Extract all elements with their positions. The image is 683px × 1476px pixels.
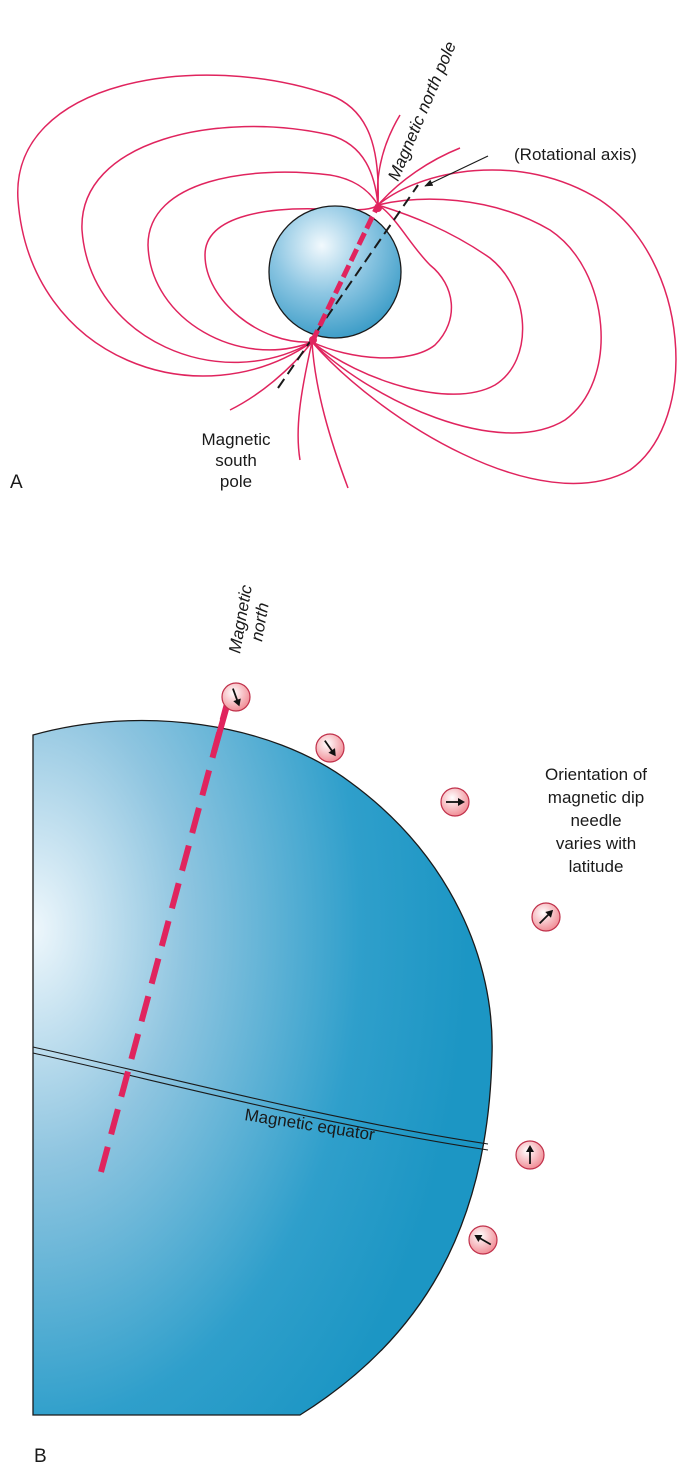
panel-a-letter: A xyxy=(10,472,23,493)
north-pole-label: Magnetic north pole xyxy=(384,39,460,184)
needle-arrow-icon xyxy=(526,1145,534,1164)
rotational-axis-label: (Rotational axis) xyxy=(514,145,637,164)
needle-arrow-icon xyxy=(538,909,554,925)
magnetic-equator xyxy=(32,1046,489,1151)
needle-arrow-icon xyxy=(474,1235,492,1246)
needle-pole xyxy=(221,682,251,712)
south-pole-label: Magnetic south pole xyxy=(202,430,271,491)
field-lines-right xyxy=(311,169,677,485)
svg-text:magnetic dip: magnetic dip xyxy=(548,788,644,807)
panel-b-letter: B xyxy=(34,1446,47,1467)
needle-4 xyxy=(531,902,561,932)
field-lines-poles xyxy=(229,114,461,489)
svg-text:Magnetic: Magnetic xyxy=(202,430,271,449)
south-pole-marker xyxy=(309,336,317,344)
svg-text:varies with: varies with xyxy=(556,834,636,853)
earth-globe-a xyxy=(268,205,402,339)
earth-globe-b xyxy=(32,719,493,1416)
dip-needle-caption: Orientation of magnetic dip needle varie… xyxy=(545,765,647,876)
magnetic-north-axis xyxy=(98,699,231,1173)
svg-text:pole: pole xyxy=(220,472,252,491)
needle-3 xyxy=(440,787,470,817)
needle-arrow-icon xyxy=(324,740,336,757)
panel-b: Magnetic equator Magnetic north Orientat… xyxy=(32,583,647,1467)
needle-2 xyxy=(315,733,345,763)
needle-6 xyxy=(468,1225,498,1255)
panel-a: Magnetic north pole (Rotational axis) Ma… xyxy=(10,39,677,493)
svg-text:Orientation of: Orientation of xyxy=(545,765,647,784)
axis-pointer-arrow xyxy=(424,155,489,187)
svg-text:needle: needle xyxy=(570,811,621,830)
needle-arrow-icon xyxy=(446,798,465,806)
needle-arrow-icon xyxy=(232,688,241,707)
svg-text:latitude: latitude xyxy=(569,857,624,876)
needle-5 xyxy=(515,1140,545,1170)
svg-text:south: south xyxy=(215,451,257,470)
north-pole-marker xyxy=(374,204,382,212)
magnetic-axis-line xyxy=(309,203,381,344)
dip-needles xyxy=(221,682,561,1255)
rotational-axis-line xyxy=(277,184,419,389)
